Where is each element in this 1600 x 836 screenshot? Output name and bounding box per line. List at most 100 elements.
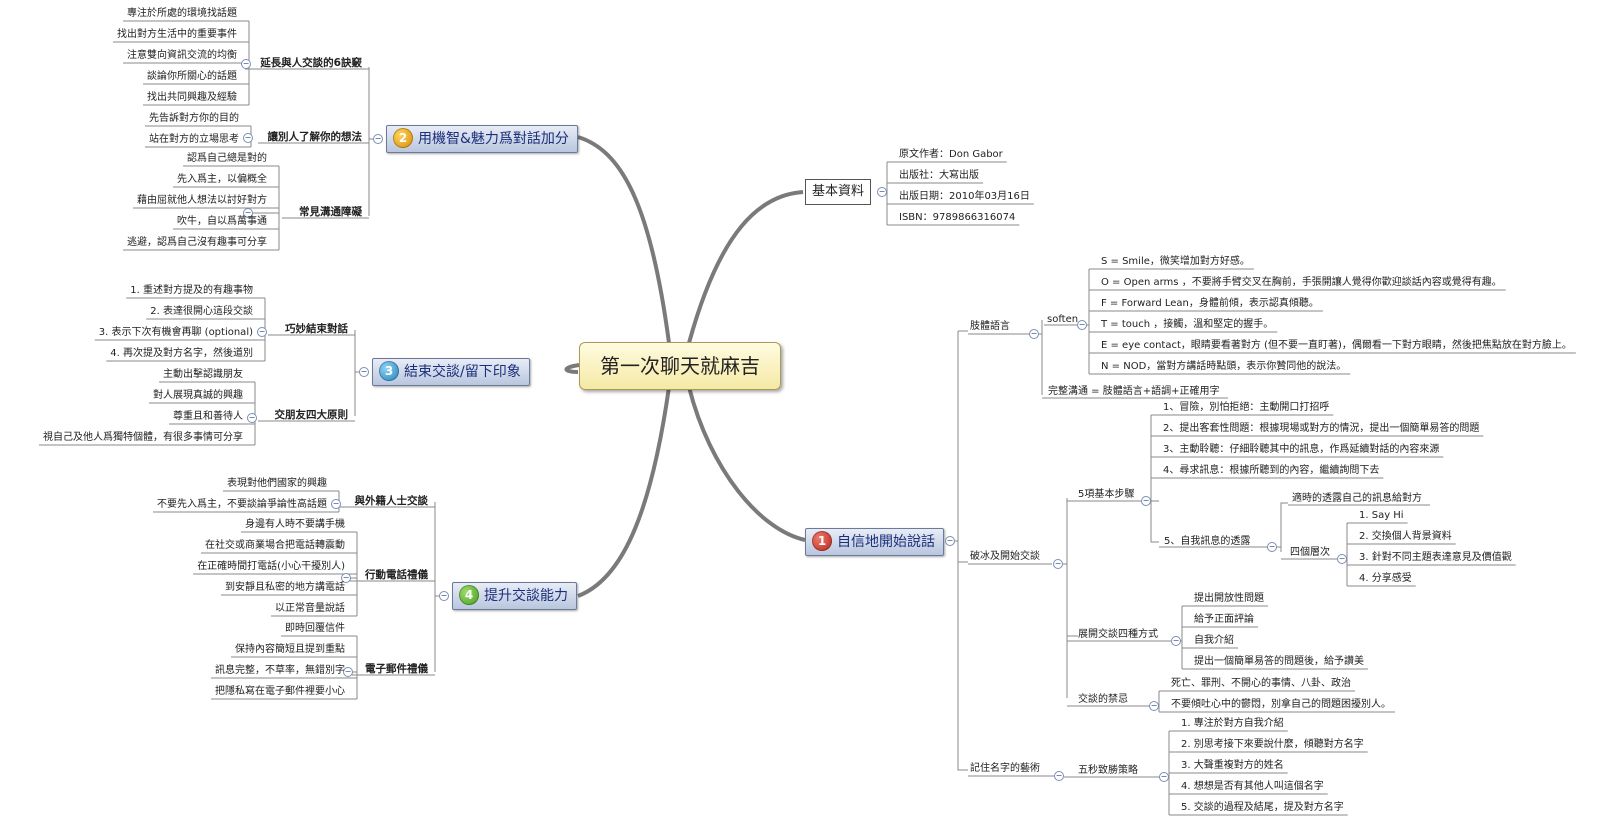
collapse-toggle-icon[interactable]: − [1171,636,1181,646]
list-item[interactable]: 提出開放性問題 [1194,593,1264,604]
topic-soften[interactable]: soften [1047,314,1079,325]
topic-foreign[interactable]: 與外籍人士交談 [354,495,429,507]
list-item[interactable]: 1. 專注於對方自我介紹 [1181,718,1284,729]
collapse-toggle-icon[interactable]: − [373,134,383,144]
collapse-toggle-icon[interactable]: − [439,591,449,601]
list-item[interactable]: 注意雙向資訊交流的均衡 [127,50,237,61]
collapse-toggle-icon[interactable]: − [1159,772,1169,782]
collapse-toggle-icon[interactable]: − [1149,701,1159,711]
list-item[interactable]: ISBN：9789866316074 [899,212,1016,223]
list-item[interactable]: 藉由屈就他人想法以討好對方 [137,195,267,206]
list-item[interactable]: 出版社：大寫出版 [899,170,979,181]
list-item[interactable]: 5. 交談的過程及結尾，提及對方名字 [1181,802,1344,813]
list-item[interactable]: 2. 別思考接下來要說什麼，傾聽對方名字 [1181,739,1364,750]
list-item[interactable]: F = Forward Lean，身體前傾，表示認真傾聽。 [1101,298,1319,309]
topic-taboo[interactable]: 交談的禁忌 [1078,694,1128,705]
collapse-toggle-icon[interactable]: − [877,187,887,197]
list-item[interactable]: 2. 表達很開心這段交談 [150,306,253,317]
list-item[interactable]: 身邊有人時不要講手機 [245,519,345,530]
list-item[interactable]: T = touch ，接觸，溫和堅定的握手。 [1101,319,1274,330]
list-item[interactable]: 先入爲主，以偏概全 [177,174,267,185]
central-topic[interactable]: 第一次聊天就麻吉 [579,342,781,390]
list-item[interactable]: 保持內容簡短且提到重點 [235,644,345,655]
list-item[interactable]: S = Smile，微笑增加對方好感。 [1101,256,1250,267]
list-item[interactable]: 在正確時間打電話(小心干擾別人) [197,561,345,572]
collapse-toggle-icon[interactable]: − [1141,496,1151,506]
list-item[interactable]: O = Open arms ，不要將手臂交叉在胸前，手張開讓人覺得你歡迎談話內容… [1101,277,1502,288]
collapse-toggle-icon[interactable]: − [1267,542,1277,552]
list-item[interactable]: 4. 再次提及對方名字，然後道別 [110,348,253,359]
list-item[interactable]: 1、冒險，別怕拒絕：主動開口打招呼 [1163,402,1330,413]
topic-four-levels[interactable]: 四個層次 [1290,547,1330,558]
basic-info-topic[interactable]: 基本資料 [805,179,872,205]
list-item[interactable]: E = eye contact，眼睛要看著對方 (但不要一直盯著)，偶爾看一下對… [1101,340,1572,351]
collapse-toggle-icon[interactable]: − [1077,320,1087,330]
list-item[interactable]: 表現對他們國家的興趣 [227,478,327,489]
collapse-toggle-icon[interactable]: − [945,536,955,546]
collapse-toggle-icon[interactable]: − [243,208,253,218]
list-item[interactable]: 先告訴對方你的目的 [149,113,239,124]
collapse-toggle-icon[interactable]: − [1053,559,1063,569]
topic-extend-tips[interactable]: 延長與人交談的6訣竅 [260,57,362,69]
list-item[interactable]: N = NOD，當對方講話時點頭，表示你贊同他的說法。 [1101,361,1347,372]
collapse-toggle-icon[interactable]: − [1029,329,1039,339]
list-item[interactable]: 4. 想想是否有其他人叫這個名字 [1181,781,1324,792]
list-item[interactable]: 2、提出客套性問題：根據現場或對方的情況，提出一個簡單易答的問題 [1163,423,1480,434]
list-item[interactable]: 4. 分享感受 [1359,573,1412,584]
list-item[interactable]: 原文作者：Don Gabor [899,149,1003,160]
list-item[interactable]: 到安靜且私密的地方講電話 [225,582,345,593]
list-item[interactable]: 提出一個簡單易答的問題後，給予讚美 [1194,656,1364,667]
list-item[interactable]: 在社交或商業場合把電話轉震動 [205,540,345,551]
list-item[interactable]: 2. 交換個人背景資料 [1359,531,1452,542]
list-item[interactable]: 訊息完整，不草率，無錯別字 [215,665,345,676]
list-item[interactable]: 尊重且和善待人 [173,411,243,422]
topic-email-etiquette[interactable]: 電子郵件禮儀 [365,663,428,675]
list-item[interactable]: 適時的透露自己的訊息給對方 [1292,493,1422,504]
list-item[interactable]: 給予正面評論 [1194,614,1254,625]
list-item[interactable]: 出版日期：2010年03月16日 [899,191,1030,202]
collapse-toggle-icon[interactable]: − [257,327,267,337]
list-item[interactable]: 4、尋求訊息：根據所聽到的內容，繼續詢問下去 [1163,465,1380,476]
list-item[interactable]: 不要先入爲主，不要談論爭論性高話題 [157,499,327,510]
list-item[interactable]: 站在對方的立場思考 [149,134,239,145]
collapse-toggle-icon[interactable]: − [1054,771,1064,781]
topic-barriers[interactable]: 常見溝通障礙 [299,206,362,218]
topic-names[interactable]: 記住名字的藝術 [970,763,1040,774]
list-item[interactable]: 談論你所關心的話題 [147,71,237,82]
list-item[interactable]: 自我介紹 [1194,635,1234,646]
collapse-toggle-icon[interactable]: − [241,59,251,69]
list-item[interactable]: 吹牛，自以爲萬事通 [177,216,267,227]
topic-five-second-strategy[interactable]: 五秒致勝策略 [1078,765,1138,776]
list-item[interactable]: 死亡、罪刑、不開心的事情、八卦、政治 [1171,678,1351,689]
topic-expand-methods[interactable]: 展開交談四種方式 [1078,629,1158,640]
topic-understand[interactable]: 讓別人了解你的想法 [267,131,363,143]
list-item[interactable]: 主動出擊認識朋友 [163,369,243,380]
list-item[interactable]: 專注於所處的環境找話題 [127,8,237,19]
collapse-toggle-icon[interactable]: − [359,367,369,377]
list-item[interactable]: 以正常音量說話 [275,603,345,614]
list-item[interactable]: 找出共同興趣及經驗 [147,92,237,103]
topic-step5[interactable]: 5、自我訊息的透露 [1164,536,1251,547]
collapse-toggle-icon[interactable]: − [1337,554,1347,564]
topic-body-language[interactable]: 肢體語言 [970,321,1010,332]
list-item[interactable]: 找出對方生活中的重要事件 [117,29,237,40]
list-item[interactable]: 逃避，認爲自己沒有趣事可分享 [127,237,267,248]
list-item[interactable]: 3. 大聲重複對方的姓名 [1181,760,1284,771]
collapse-toggle-icon[interactable]: − [331,499,341,509]
full-communication-formula[interactable]: 完整溝通 = 肢體語言+語調+正確用字 [1048,386,1220,397]
list-item[interactable]: 視自己及他人爲獨特個體，有很多事情可分享 [43,432,243,443]
list-item[interactable]: 3、主動聆聽：仔細聆聽其中的訊息，作爲延續對話的內容來源 [1163,444,1440,455]
topic-five-steps[interactable]: 5項基本步驟 [1078,489,1135,500]
topic-phone-etiquette[interactable]: 行動電話禮儀 [365,569,428,581]
list-item[interactable]: 即時回覆信件 [285,623,345,634]
topic-end-conversation[interactable]: 巧妙結束對話 [285,323,348,335]
list-item[interactable]: 3. 針對不同主題表達意見及價值觀 [1359,552,1512,563]
list-item[interactable]: 1. 重述對方提及的有趣事物 [130,285,253,296]
collapse-toggle-icon[interactable]: − [243,133,253,143]
list-item[interactable]: 對人展現真誠的興趣 [153,390,243,401]
list-item[interactable]: 把隱私寫在電子郵件裡要小心 [215,686,345,697]
topic-icebreak[interactable]: 破冰及開始交談 [970,551,1040,562]
